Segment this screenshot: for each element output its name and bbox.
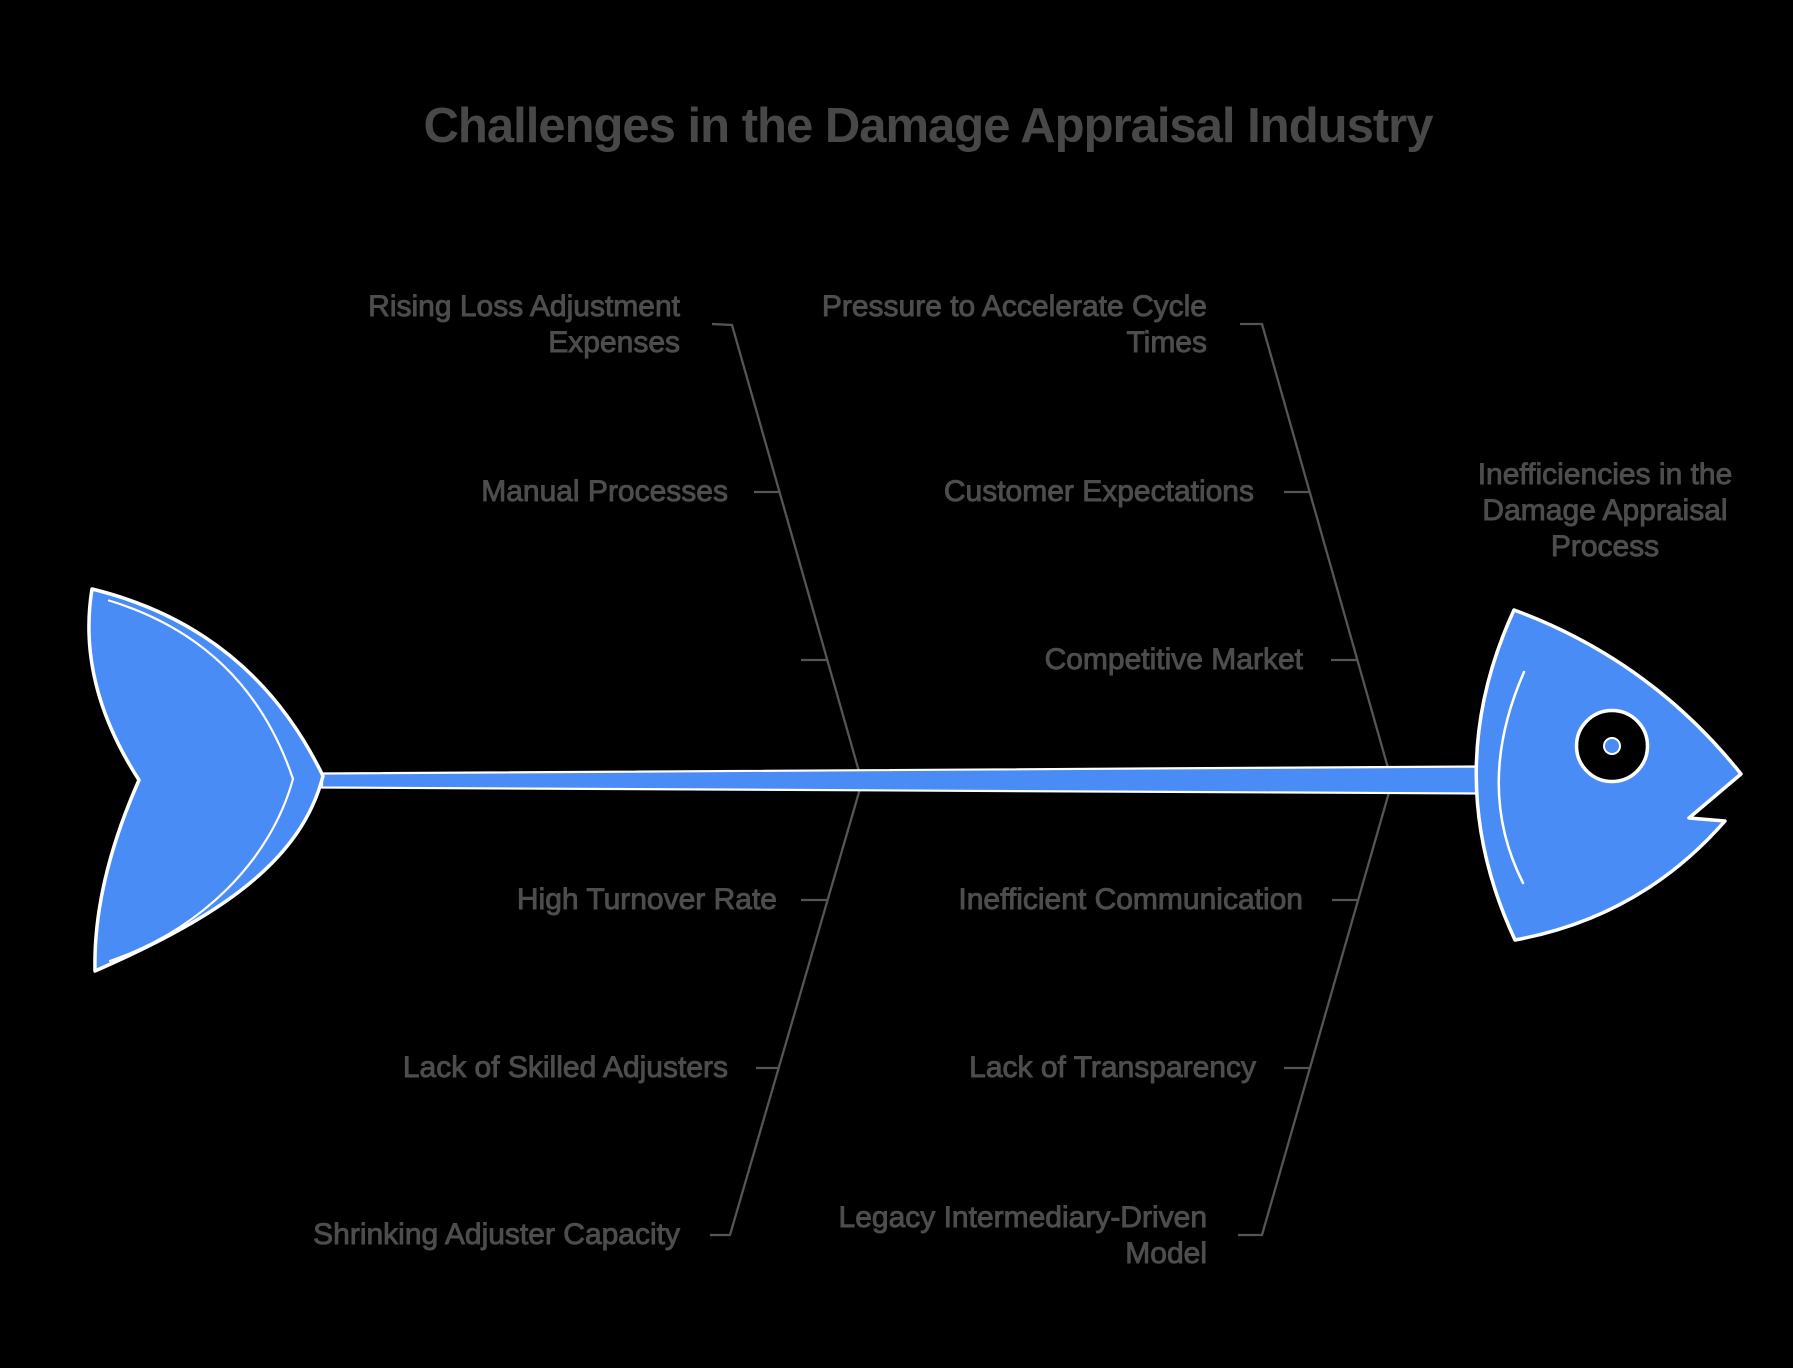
svg-text:Manual Processes: Manual Processes xyxy=(481,475,728,508)
svg-text:Competitive Market: Competitive Market xyxy=(1045,643,1304,676)
svg-text:Pressure to Accelerate Cycle: Pressure to Accelerate Cycle xyxy=(822,290,1207,323)
svg-text:Customer Expectations: Customer Expectations xyxy=(944,475,1254,508)
svg-text:Lack of Transparency: Lack of Transparency xyxy=(969,1051,1256,1084)
svg-text:Inefficiencies in the: Inefficiencies in the xyxy=(1478,458,1733,491)
svg-text:Rising Loss Adjustment: Rising Loss Adjustment xyxy=(368,290,680,323)
svg-text:Inefficient Communication: Inefficient Communication xyxy=(958,883,1303,916)
svg-text:Challenges in the Damage Appra: Challenges in the Damage Appraisal Indus… xyxy=(424,99,1434,153)
svg-text:High Turnover Rate: High Turnover Rate xyxy=(517,883,777,916)
svg-text:Damage Appraisal: Damage Appraisal xyxy=(1482,494,1727,527)
svg-text:Model: Model xyxy=(1125,1237,1207,1270)
svg-text:Times: Times xyxy=(1126,326,1207,359)
svg-text:Legacy Intermediary-Driven: Legacy Intermediary-Driven xyxy=(839,1201,1207,1234)
svg-text:Lack of Skilled Adjusters: Lack of Skilled Adjusters xyxy=(403,1051,728,1084)
svg-text:Shrinking Adjuster Capacity: Shrinking Adjuster Capacity xyxy=(313,1218,680,1251)
svg-text:Expenses: Expenses xyxy=(548,326,680,359)
svg-text:Process: Process xyxy=(1551,530,1659,563)
